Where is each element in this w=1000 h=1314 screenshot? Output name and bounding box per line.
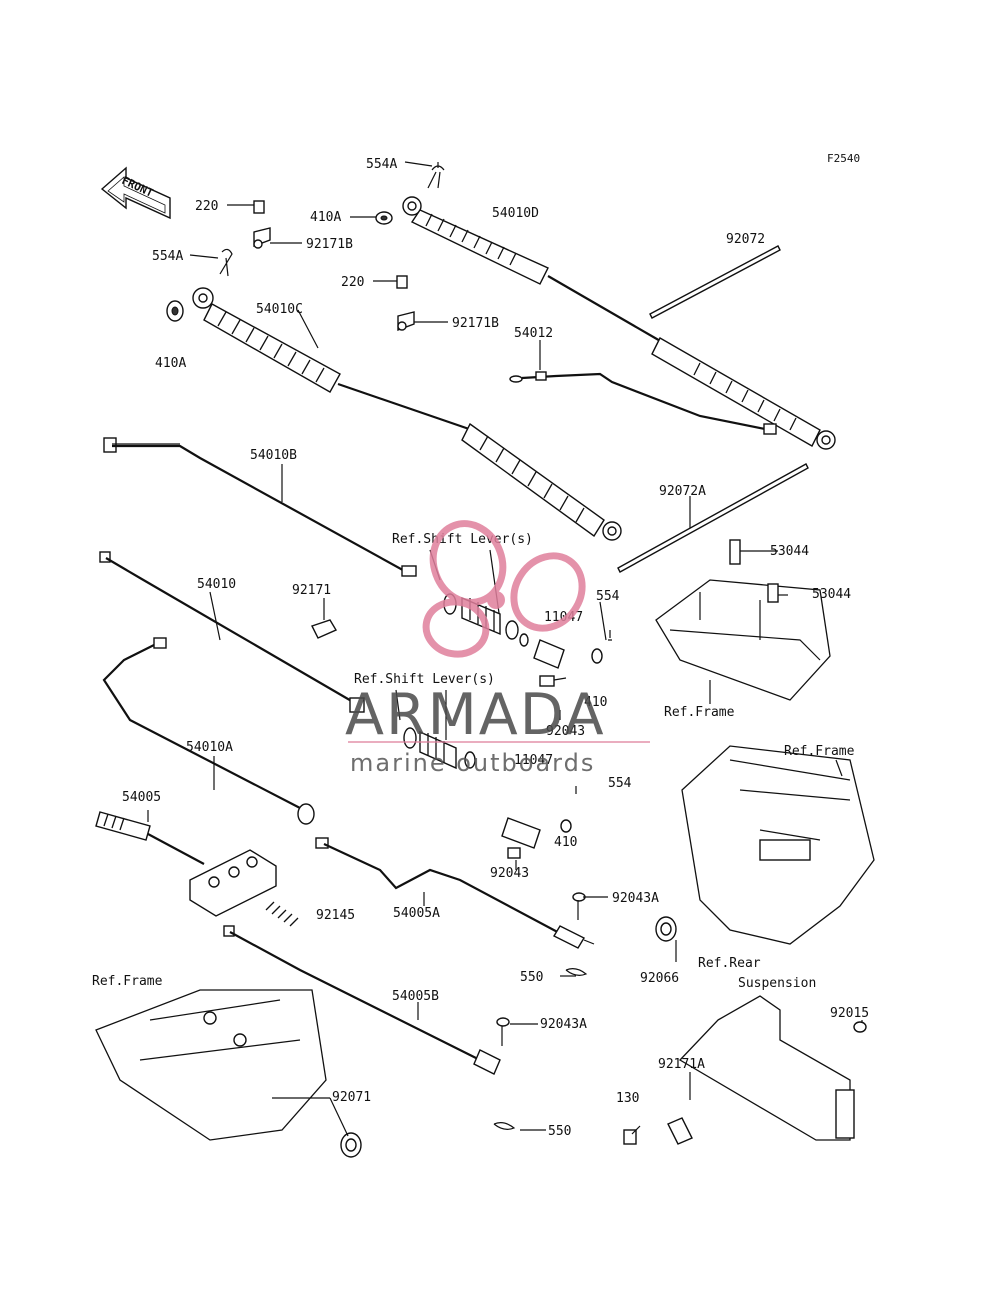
frame-right-upper: [655, 539, 831, 701]
label-410a-left: 410A: [155, 356, 186, 371]
label-92171b-top: 92171B: [306, 237, 353, 252]
label-54010: 54010: [197, 577, 236, 592]
cable-54010c: [192, 287, 622, 541]
label-53044-mid: 53044: [812, 587, 851, 602]
label-92171a: 92171A: [658, 1057, 705, 1072]
pin-92043a-lower: [496, 1017, 510, 1046]
front-arrow-icon: FRONT: [100, 166, 171, 220]
label-11047-lower: 11047: [514, 753, 553, 768]
cable-54010d: [402, 196, 836, 450]
figure-code: F2540: [827, 152, 860, 165]
label-54005b: 54005B: [392, 989, 439, 1004]
label-410-lower: 410: [554, 835, 577, 850]
label-54012: 54012: [514, 326, 553, 341]
washer-410a-top: [375, 211, 393, 225]
label-54010b: 54010B: [250, 448, 297, 463]
clip-550-mid: [565, 968, 588, 976]
watermark-brand: ARMADA: [345, 682, 606, 748]
label-ref-frame-lower: Ref.Frame: [92, 974, 163, 989]
shift-lever-assembly-upper: [429, 549, 612, 687]
label-54010a: 54010A: [186, 740, 233, 755]
label-54010c: 54010C: [256, 302, 303, 317]
washer-410a-left: [166, 300, 184, 322]
cable-54005b: [223, 925, 501, 1075]
label-92066: 92066: [640, 971, 679, 986]
label-ref-shift-lever-upper: Ref.Shift Lever(s): [392, 532, 533, 547]
label-92043a-mid: 92043A: [612, 891, 659, 906]
cable-54012: [509, 371, 777, 435]
pin-554a-top: [427, 162, 445, 189]
label-92071: 92071: [332, 1090, 371, 1105]
bracket-bottom-right: [623, 995, 867, 1145]
bolt-220-top: [227, 200, 265, 214]
label-ref-shift-lever-lower: Ref.Shift Lever(s): [354, 672, 495, 687]
spring-92145: [265, 901, 299, 927]
label-53044-top: 53044: [770, 544, 809, 559]
label-220-top: 220: [195, 199, 218, 214]
cable-54010b: [103, 437, 417, 577]
label-92043-lower: 92043: [490, 866, 529, 881]
label-554-lower: 554: [608, 776, 632, 791]
label-92043-upper: 92043: [546, 724, 585, 739]
bolt-220-mid: [373, 275, 408, 289]
label-410a-top: 410A: [310, 210, 341, 225]
label-130: 130: [616, 1091, 639, 1106]
label-54005: 54005: [122, 790, 161, 805]
label-550-lower: 550: [548, 1124, 571, 1139]
label-92171: 92171: [292, 583, 331, 598]
label-54010d: 54010D: [492, 206, 539, 221]
frame-bottom-left: [95, 989, 327, 1141]
rod-92072: [649, 245, 781, 319]
grommet-92066: [655, 916, 677, 942]
cable-54010a: [102, 637, 315, 825]
label-92043a-lower: 92043A: [540, 1017, 587, 1032]
clamp-92171: [311, 598, 338, 639]
label-suspension: Suspension: [738, 976, 816, 991]
watermark: ARMADA marine outboards: [345, 520, 650, 777]
clamp-92171b-mid: [397, 311, 448, 332]
frame-right-middle: [681, 745, 875, 945]
label-ref-frame-mid: Ref.Frame: [784, 744, 855, 759]
label-92171b-mid: 92171B: [452, 316, 499, 331]
cable-54005a: [315, 837, 595, 949]
watermark-tagline: marine outboards: [350, 749, 595, 777]
leader-lines: [147, 161, 863, 1137]
label-550-mid: 550: [520, 970, 543, 985]
label-ref-rear: Ref.Rear: [698, 956, 761, 971]
label-92072a: 92072A: [659, 484, 706, 499]
cable-54010: [99, 551, 365, 713]
clip-550-lower: [493, 1122, 516, 1130]
grommet-92071: [340, 1132, 362, 1158]
label-554a-top: 554A: [366, 157, 397, 172]
cable-54005: [95, 811, 205, 865]
label-410-upper: 410: [584, 695, 607, 710]
label-54005a: 54005A: [393, 906, 440, 921]
label-554-upper: 554: [596, 589, 620, 604]
callout-labels: F2540 554A 220 410A 54010D 92072 92171B …: [92, 152, 869, 1139]
label-220-mid: 220: [341, 275, 364, 290]
rod-92072a: [617, 463, 809, 573]
pin-554a-left: [219, 248, 233, 277]
label-92145: 92145: [316, 908, 355, 923]
bracket-plate: [189, 849, 277, 917]
label-92072: 92072: [726, 232, 765, 247]
label-ref-frame-upper: Ref.Frame: [664, 705, 735, 720]
label-554a-left: 554A: [152, 249, 183, 264]
clamp-92171b-top: [253, 227, 302, 249]
label-92015: 92015: [830, 1006, 869, 1021]
propeller-logo-icon: [422, 520, 586, 658]
